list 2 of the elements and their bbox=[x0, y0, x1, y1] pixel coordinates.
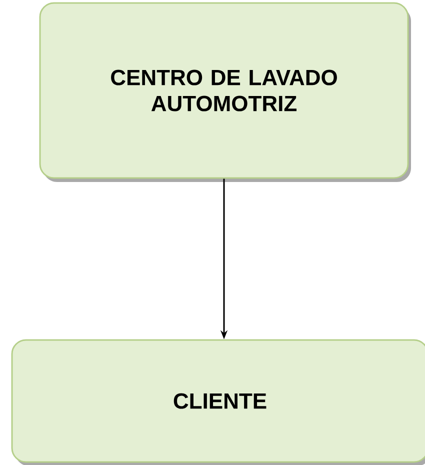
process-box: CENTRO DE LAVADO AUTOMOTRIZ bbox=[39, 2, 411, 182]
process-box: CLIENTE bbox=[11, 339, 425, 465]
